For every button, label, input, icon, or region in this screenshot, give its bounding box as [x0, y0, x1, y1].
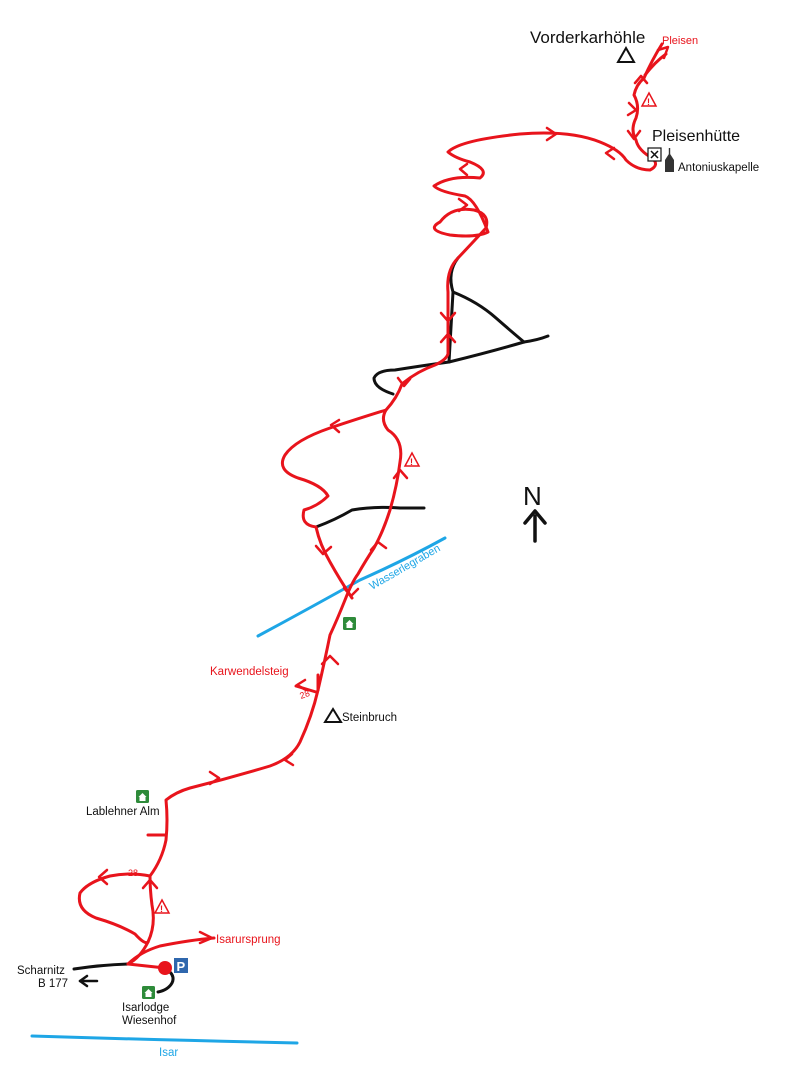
label-vorderkarhoehle: Vorderkarhöhle — [530, 28, 645, 47]
svg-text:!: ! — [647, 97, 650, 107]
svg-text:!: ! — [410, 457, 413, 467]
label-wasserlegraben: Wasserlegraben — [368, 542, 443, 592]
label-b177: B 177 — [38, 978, 68, 990]
arrow-chevron — [342, 586, 360, 598]
label-isarlodge: Isarlodge — [122, 1002, 169, 1014]
peaks — [323, 45, 636, 723]
mountain-hut-icon — [136, 790, 149, 803]
side-loop-road — [372, 360, 451, 396]
parking-label: P — [177, 959, 186, 974]
arrow-chevron — [439, 332, 457, 344]
warning-triangle-icon: ! — [153, 898, 171, 914]
arrow-chevron — [314, 544, 333, 556]
side-path-lower — [314, 505, 426, 529]
forest-road-upper — [447, 334, 550, 364]
arrow-chevron — [208, 770, 221, 786]
label-trail-28-upper: 28 — [298, 688, 311, 701]
label-isar: Isar — [159, 1047, 178, 1059]
label-steinbruch: Steinbruch — [342, 712, 397, 724]
arrow-chevron — [369, 540, 388, 552]
north-arrow-head — [523, 509, 547, 525]
north-arrow: N — [523, 481, 547, 543]
arrow-pleisen — [656, 45, 670, 60]
arrow-chevron — [329, 418, 341, 434]
scharnitz-arrow — [78, 974, 99, 988]
arrow-chevron — [626, 129, 642, 141]
label-scharnitz: Scharnitz — [17, 965, 65, 977]
water-features — [30, 536, 447, 1045]
route-direction-arrows — [97, 74, 649, 890]
label-wiesenhof: Wiesenhof — [122, 1015, 177, 1027]
north-label: N — [523, 481, 542, 511]
arrow-chevron — [392, 468, 409, 480]
arrow-chevron — [320, 654, 340, 666]
warning-triangle-icon: ! — [403, 451, 421, 467]
start-point-icon — [158, 961, 172, 975]
map-labels: Vorderkarhöhle Pleisen Pleisenhütte Anto… — [17, 28, 759, 1059]
svg-text:!: ! — [160, 904, 163, 914]
arrow-chevron — [396, 376, 412, 388]
label-trail-28-lower: 28 — [128, 868, 138, 878]
arrow-chevron — [458, 162, 469, 177]
mountain-hut-icon — [343, 617, 356, 630]
arrow-chevron — [545, 126, 558, 142]
arrow-chevron — [141, 878, 159, 890]
route-big-loop-west-upper — [280, 408, 388, 600]
spur-arrowheads — [198, 45, 670, 945]
arrow-chevron — [626, 101, 638, 117]
mountain-hut-icon — [142, 986, 155, 999]
wasserlegraben-stream — [256, 536, 447, 638]
huts — [136, 617, 356, 999]
peak-triangle-icon — [616, 45, 636, 63]
arrow-chevron — [633, 74, 649, 85]
label-lablehner-alm: Lablehner Alm — [86, 806, 160, 818]
arrow-karwendelsteig — [295, 678, 308, 692]
side-path-diagonal — [451, 290, 526, 344]
start-and-parking: P — [158, 958, 188, 975]
arrow-chevron — [283, 752, 295, 767]
route-isarursprung-spur — [126, 936, 216, 966]
route-lower-west-loop — [77, 872, 152, 945]
label-pleisen: Pleisen — [662, 35, 698, 47]
label-isarursprung: Isarursprung — [216, 934, 281, 946]
arrow-chevron — [604, 146, 616, 161]
warning-triangle-icon: ! — [640, 91, 658, 107]
road-b177 — [72, 962, 130, 971]
arrow-isarursprung — [198, 930, 214, 945]
arrow-chevron — [439, 311, 457, 323]
label-karwendelsteig: Karwendelsteig — [210, 666, 289, 678]
isar-river — [30, 1034, 299, 1045]
label-pleisenhuette: Pleisenhütte — [652, 128, 740, 145]
label-antoniuskapelle: Antoniuskapelle — [678, 162, 759, 174]
crossed-tools-hut-icon — [647, 147, 662, 162]
hiking-route — [77, 42, 668, 970]
arrow-chevron — [457, 197, 469, 213]
peak-triangle-icon — [323, 707, 343, 723]
chapel-icon — [665, 148, 674, 172]
parking-icon — [174, 958, 188, 973]
roads-and-paths — [72, 256, 550, 994]
route-main-trail — [126, 76, 657, 966]
arrow-scharnitz-head — [78, 974, 89, 988]
arrow-chevron — [97, 868, 109, 886]
warnings: ! ! ! — [153, 91, 658, 914]
